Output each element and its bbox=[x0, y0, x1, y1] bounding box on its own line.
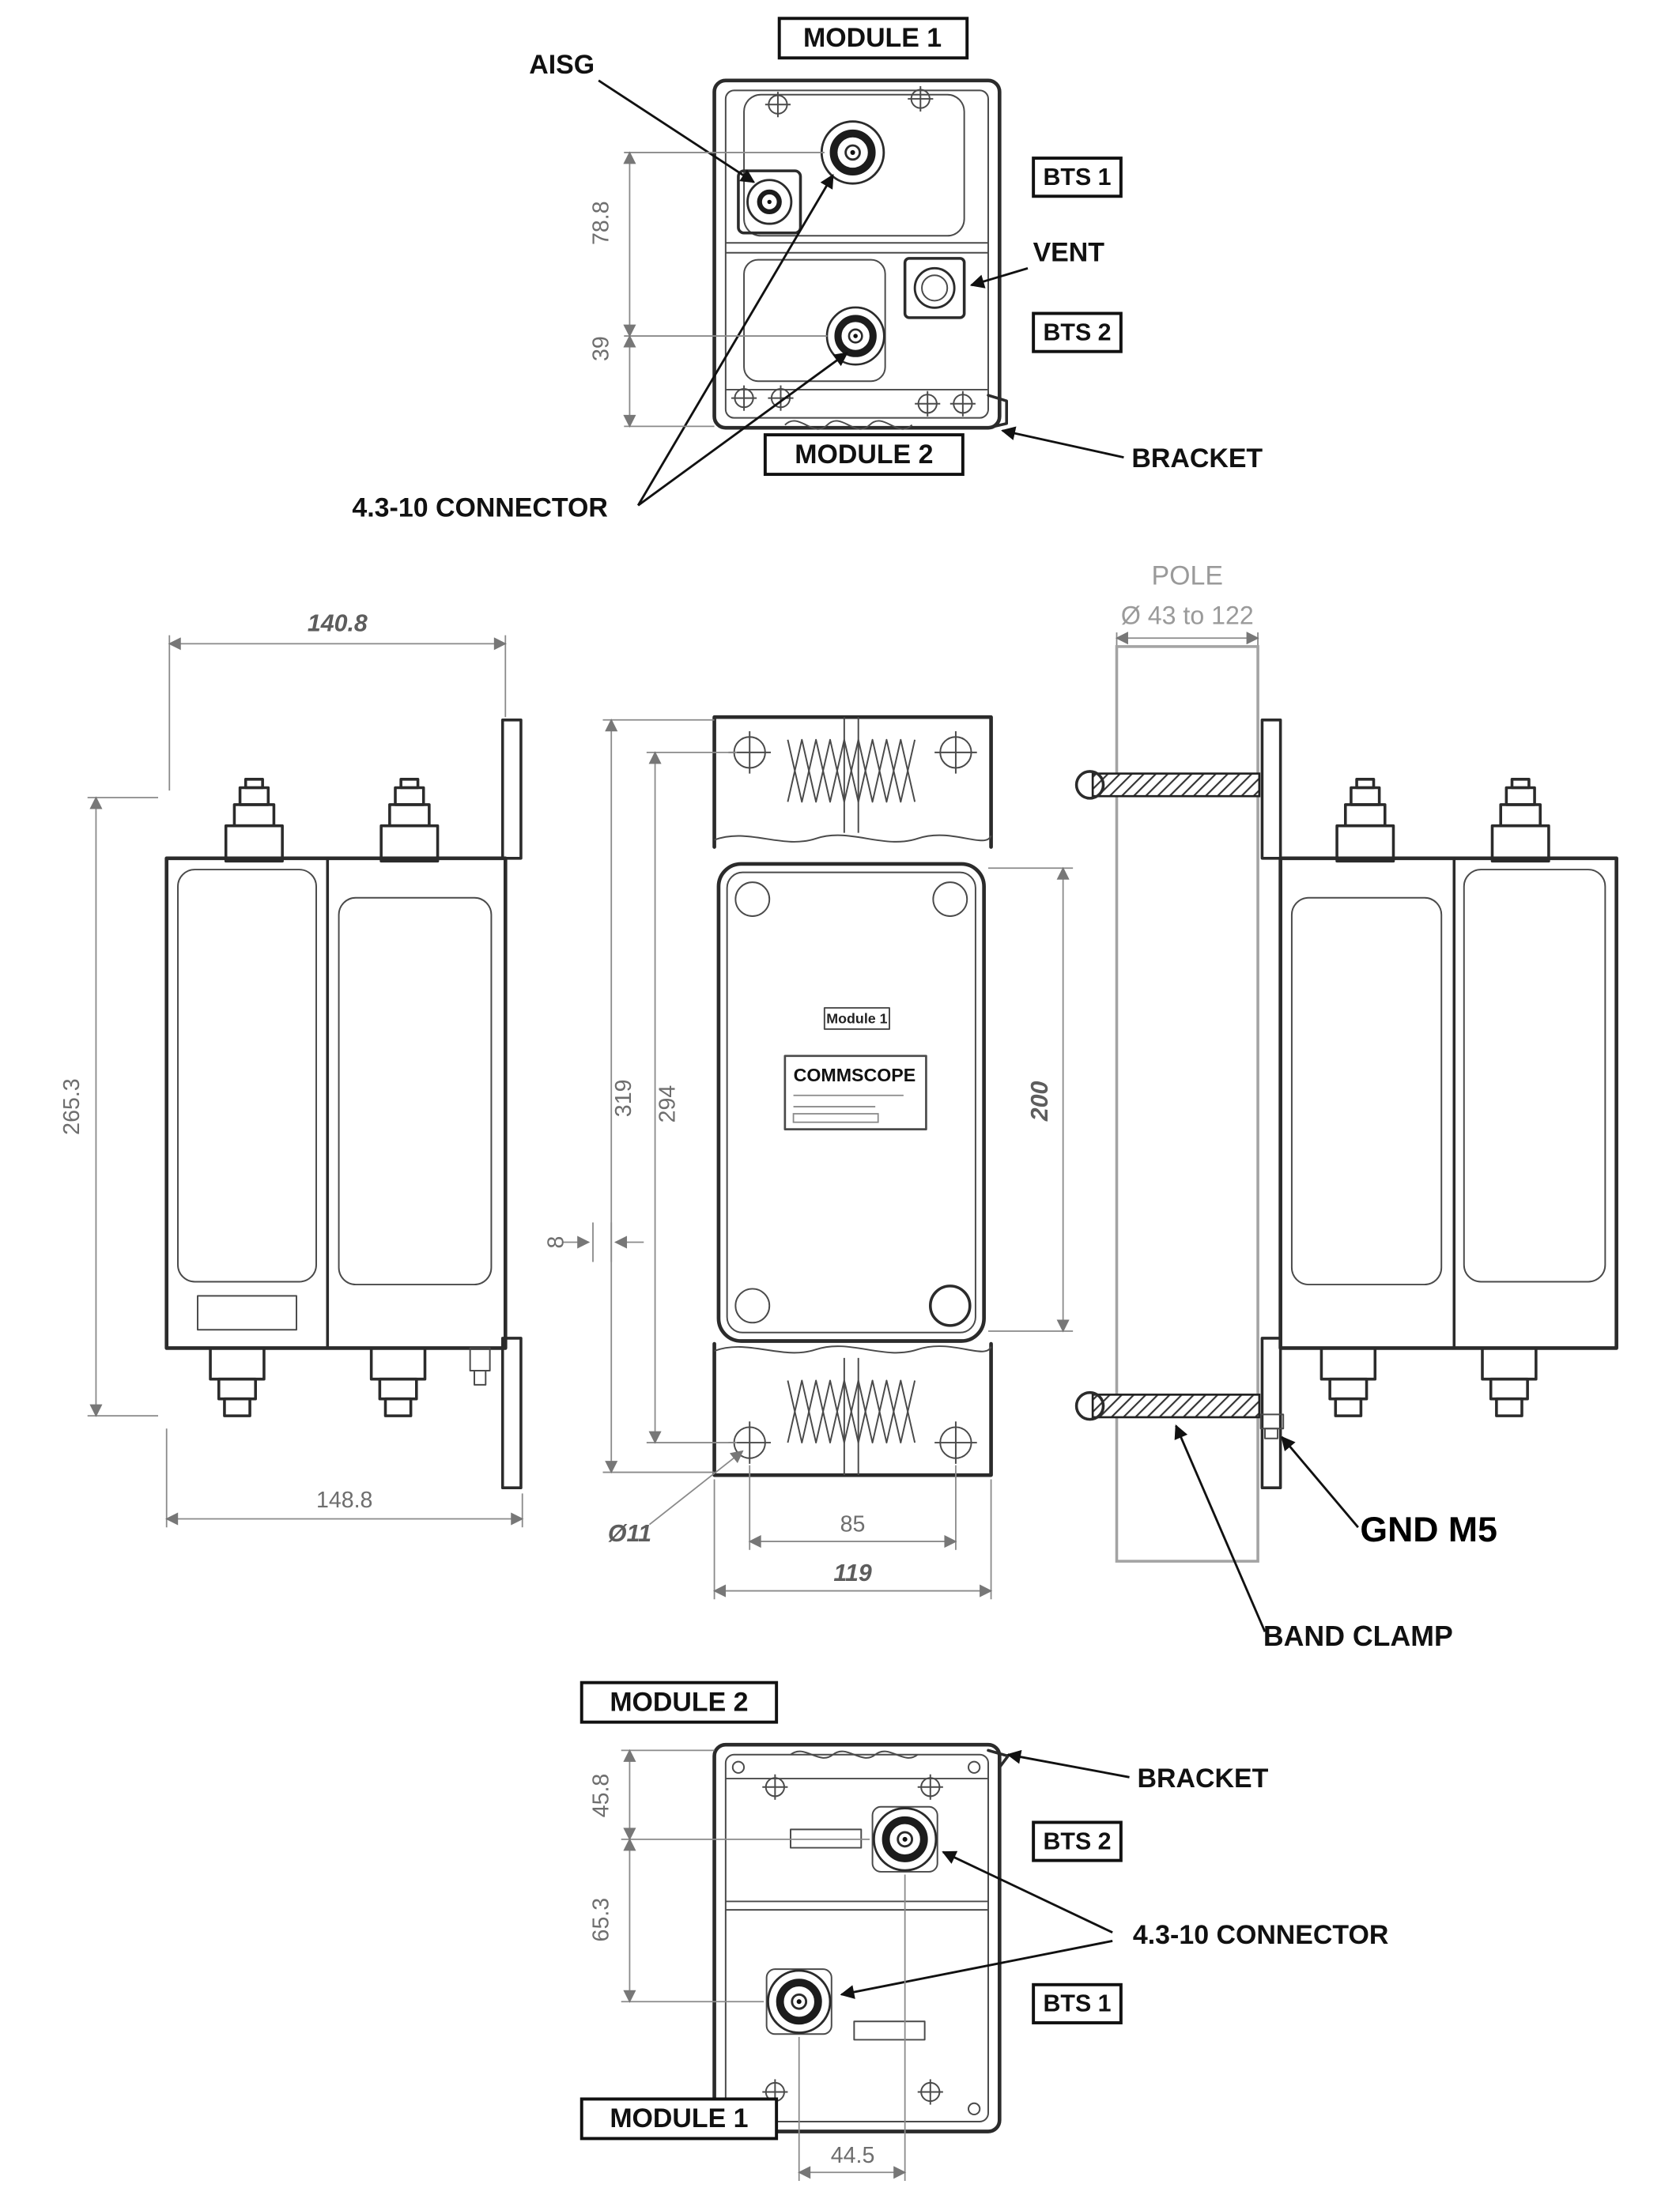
dim-39: 39 bbox=[589, 336, 614, 361]
module1-label: MODULE 1 bbox=[803, 23, 942, 53]
bts2-label: BTS 2 bbox=[1044, 319, 1112, 345]
bottom-view-body bbox=[712, 1742, 1010, 2133]
bts1-label-box bbox=[1032, 157, 1123, 198]
front-view-dimensions: 319 294 200 8 Ø11 85 119 bbox=[544, 719, 1074, 1600]
module2-label-box bbox=[763, 433, 965, 477]
dim-200: 200 bbox=[1027, 1081, 1053, 1122]
module-tag: Module 1 bbox=[826, 1011, 887, 1027]
top-view-dimensions: 78.8 39 bbox=[589, 151, 828, 428]
rf-connector-icon bbox=[1481, 1346, 1538, 1417]
connector-label: 4.3-10 CONNECTOR bbox=[1133, 1920, 1388, 1950]
dim-119: 119 bbox=[833, 1560, 871, 1586]
rf-connector-icon bbox=[1319, 1346, 1377, 1417]
brand-label: COMMSCOPE bbox=[794, 1065, 916, 1085]
bts2-label-box bbox=[1032, 311, 1123, 353]
rf-connector-icon bbox=[1335, 777, 1395, 863]
bts1-label: BTS 1 bbox=[1044, 164, 1112, 191]
front-body: Module 1 COMMSCOPE bbox=[716, 862, 986, 1343]
pole-diameter-label: Ø 43 to 122 bbox=[1121, 601, 1254, 629]
dim-44-5: 44.5 bbox=[831, 2143, 875, 2168]
module2-label-box bbox=[580, 1681, 779, 1724]
rf-connector-icon bbox=[209, 1346, 266, 1417]
dim-319: 319 bbox=[611, 1080, 636, 1118]
coax-connector-bts2 bbox=[874, 1809, 936, 1871]
band-clamp-label: BAND CLAMP bbox=[1263, 1620, 1453, 1652]
rf-connector-icon bbox=[379, 777, 440, 863]
rf-connector-icon bbox=[369, 1346, 427, 1417]
module2-label: MODULE 2 bbox=[610, 1687, 748, 1717]
top-view-labels: MODULE 1 AISG BTS 1 VENT BTS 2 MODULE 2 … bbox=[352, 17, 1263, 523]
mount-screw-icon bbox=[934, 730, 978, 775]
left-side-body bbox=[164, 719, 523, 1489]
bracket-label: BRACKET bbox=[1131, 443, 1263, 473]
bottom-view-dimensions: 45.8 65.3 44.5 bbox=[589, 1749, 907, 2181]
bracket-tab bbox=[987, 394, 1008, 429]
dim-hole-dia: Ø11 bbox=[608, 1521, 651, 1547]
bottom-view: MODULE 2 BRACKET BTS 2 4.3-10 CONNECTOR … bbox=[580, 1681, 1388, 2181]
front-top-mount bbox=[712, 715, 993, 849]
dim-78-8: 78.8 bbox=[589, 201, 614, 245]
pole-label: POLE bbox=[1152, 560, 1223, 590]
dim-8: 8 bbox=[544, 1236, 569, 1249]
left-side-dimensions: 140.8 265.3 148.8 bbox=[59, 610, 524, 1528]
bts2-label: BTS 2 bbox=[1044, 1828, 1112, 1854]
gnd-label: GND M5 bbox=[1360, 1511, 1497, 1549]
clamp-spring-icon bbox=[787, 738, 916, 803]
module1-label-box bbox=[580, 2097, 779, 2141]
dim-45-8: 45.8 bbox=[589, 1774, 614, 1818]
aisg-label: AISG bbox=[529, 50, 595, 80]
dim-265-3: 265.3 bbox=[59, 1078, 85, 1134]
module1-label-box bbox=[777, 17, 969, 60]
vent-label: VENT bbox=[1033, 237, 1105, 267]
bottom-view-labels: MODULE 2 BRACKET BTS 2 4.3-10 CONNECTOR … bbox=[580, 1681, 1388, 2141]
coax-connector-module2 bbox=[827, 307, 884, 364]
right-side-body bbox=[1259, 719, 1618, 1489]
vent-port bbox=[903, 257, 966, 319]
band-clamp-top bbox=[1074, 770, 1261, 800]
connector-label: 4.3-10 CONNECTOR bbox=[352, 493, 607, 523]
dim-85: 85 bbox=[840, 1512, 866, 1537]
band-clamp-bottom bbox=[1074, 1390, 1261, 1421]
rf-connector-icon bbox=[224, 777, 284, 863]
screw-icon bbox=[949, 390, 976, 417]
screw-icon bbox=[914, 390, 942, 417]
dim-148-8: 148.8 bbox=[316, 1488, 372, 1513]
dim-294: 294 bbox=[655, 1085, 681, 1123]
module2-label: MODULE 2 bbox=[795, 439, 933, 470]
coax-connector-bts1 bbox=[768, 1971, 830, 2033]
aisg-connector bbox=[737, 169, 802, 235]
screw-icon bbox=[764, 91, 791, 119]
pole-mount-view: POLE Ø 43 to 122 bbox=[1074, 560, 1618, 1652]
dim-65-3: 65.3 bbox=[589, 1898, 614, 1942]
module1-label: MODULE 1 bbox=[610, 2103, 748, 2133]
top-view-body bbox=[712, 78, 1008, 430]
bts1-label: BTS 1 bbox=[1044, 1991, 1112, 2017]
front-bottom-mount bbox=[712, 1341, 993, 1477]
screw-icon bbox=[916, 2078, 944, 2106]
front-view: Module 1 COMMSCOPE 319 294 bbox=[544, 715, 1074, 1600]
dim-140-8: 140.8 bbox=[308, 610, 368, 636]
mount-screw-icon bbox=[934, 1420, 978, 1465]
left-side-view: 140.8 265.3 148.8 bbox=[59, 610, 524, 1528]
bracket-label: BRACKET bbox=[1138, 1764, 1269, 1794]
bts2-label-box bbox=[1032, 1820, 1123, 1862]
rf-connector-icon bbox=[1490, 777, 1550, 863]
coax-connector-module1 bbox=[821, 122, 884, 184]
bts1-label-box bbox=[1032, 1982, 1123, 2024]
clamp-spring-icon bbox=[787, 1379, 916, 1444]
top-view: MODULE 1 AISG BTS 1 VENT BTS 2 MODULE 2 … bbox=[352, 17, 1263, 523]
